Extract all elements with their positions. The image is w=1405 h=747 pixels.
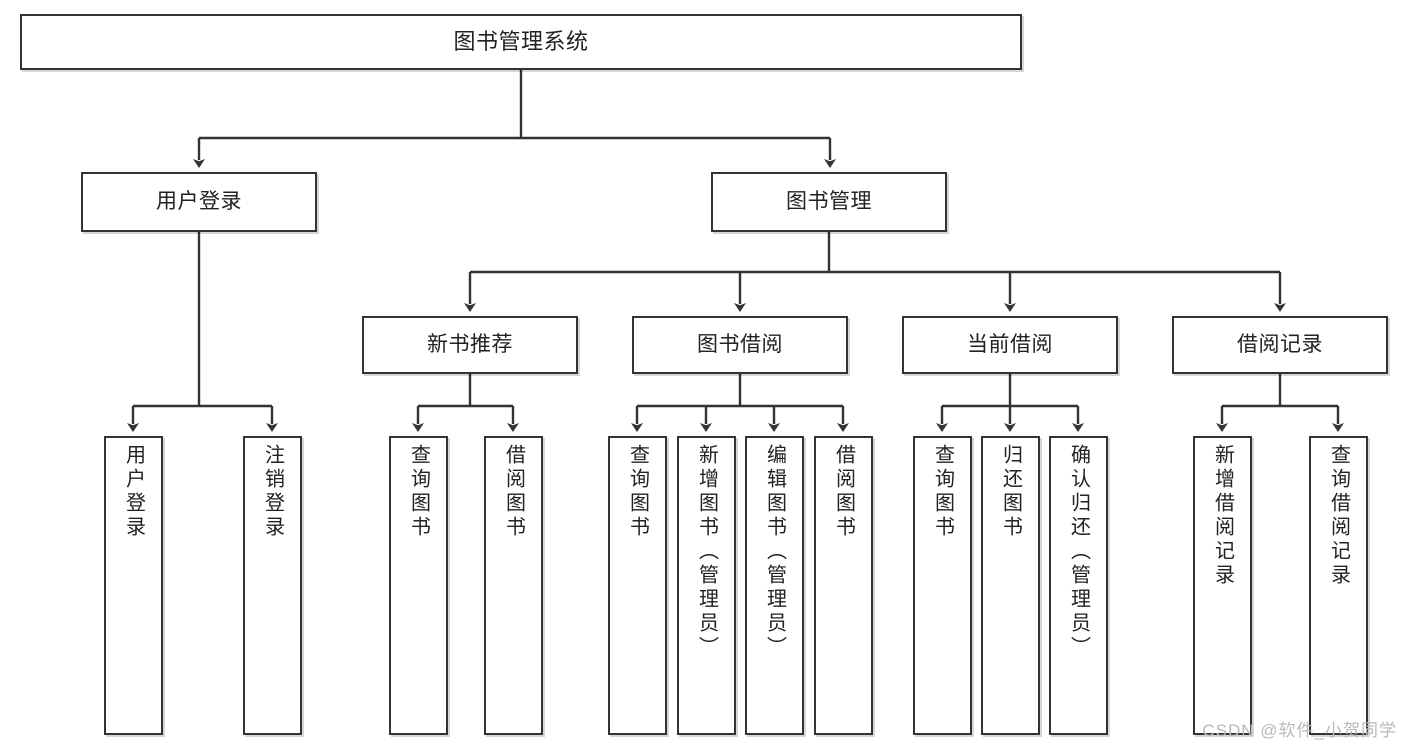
leaf-current-query-book[interactable]: 查询图书: [913, 436, 972, 735]
node-label: 注销登录: [261, 444, 284, 540]
node-label: 新增图书（管理员）: [695, 444, 718, 660]
leaf-current-confirm-return-admin[interactable]: 确认归还（管理员）: [1049, 436, 1108, 735]
leaf-new-book-borrow[interactable]: 借阅图书: [484, 436, 543, 735]
node-label: 编辑图书（管理员）: [763, 444, 786, 660]
leaf-new-book-query[interactable]: 查询图书: [389, 436, 448, 735]
node-label: 新书推荐: [427, 332, 513, 356]
leaf-borrow-add-book-admin[interactable]: 新增图书（管理员）: [677, 436, 736, 735]
leaf-user-login-signout[interactable]: 注销登录: [243, 436, 302, 735]
node-label: 用户登录: [122, 444, 145, 540]
leaf-borrow-query-book[interactable]: 查询图书: [608, 436, 667, 735]
node-root-system[interactable]: 图书管理系统: [20, 14, 1022, 70]
node-label: 新增借阅记录: [1211, 444, 1234, 588]
node-label: 查询图书: [626, 444, 649, 540]
node-label: 确认归还（管理员）: [1067, 444, 1090, 660]
node-label: 归还图书: [999, 444, 1022, 540]
node-label: 借阅图书: [832, 444, 855, 540]
node-label: 查询借阅记录: [1327, 444, 1350, 588]
node-label: 借阅记录: [1237, 332, 1323, 356]
node-book-management[interactable]: 图书管理: [711, 172, 947, 232]
node-label: 查询图书: [407, 444, 430, 540]
leaf-borrow-borrow-book[interactable]: 借阅图书: [814, 436, 873, 735]
node-book-borrow[interactable]: 图书借阅: [632, 316, 848, 374]
node-label: 查询图书: [931, 444, 954, 540]
node-label: 图书管理系统: [453, 29, 589, 55]
node-label: 借阅图书: [502, 444, 525, 540]
leaf-record-query[interactable]: 查询借阅记录: [1309, 436, 1368, 735]
node-new-book-recommend[interactable]: 新书推荐: [362, 316, 578, 374]
node-current-borrow[interactable]: 当前借阅: [902, 316, 1118, 374]
leaf-record-add[interactable]: 新增借阅记录: [1193, 436, 1252, 735]
node-borrow-record[interactable]: 借阅记录: [1172, 316, 1388, 374]
leaf-current-return-book[interactable]: 归还图书: [981, 436, 1040, 735]
csdn-watermark: CSDN @软件_小贺同学: [1202, 721, 1397, 740]
node-label: 用户登录: [156, 189, 242, 213]
node-label: 图书借阅: [697, 332, 783, 356]
leaf-borrow-edit-book-admin[interactable]: 编辑图书（管理员）: [745, 436, 804, 735]
node-label: 当前借阅: [967, 332, 1053, 356]
leaf-user-login-signin[interactable]: 用户登录: [104, 436, 163, 735]
node-label: 图书管理: [786, 189, 872, 213]
node-user-login[interactable]: 用户登录: [81, 172, 317, 232]
